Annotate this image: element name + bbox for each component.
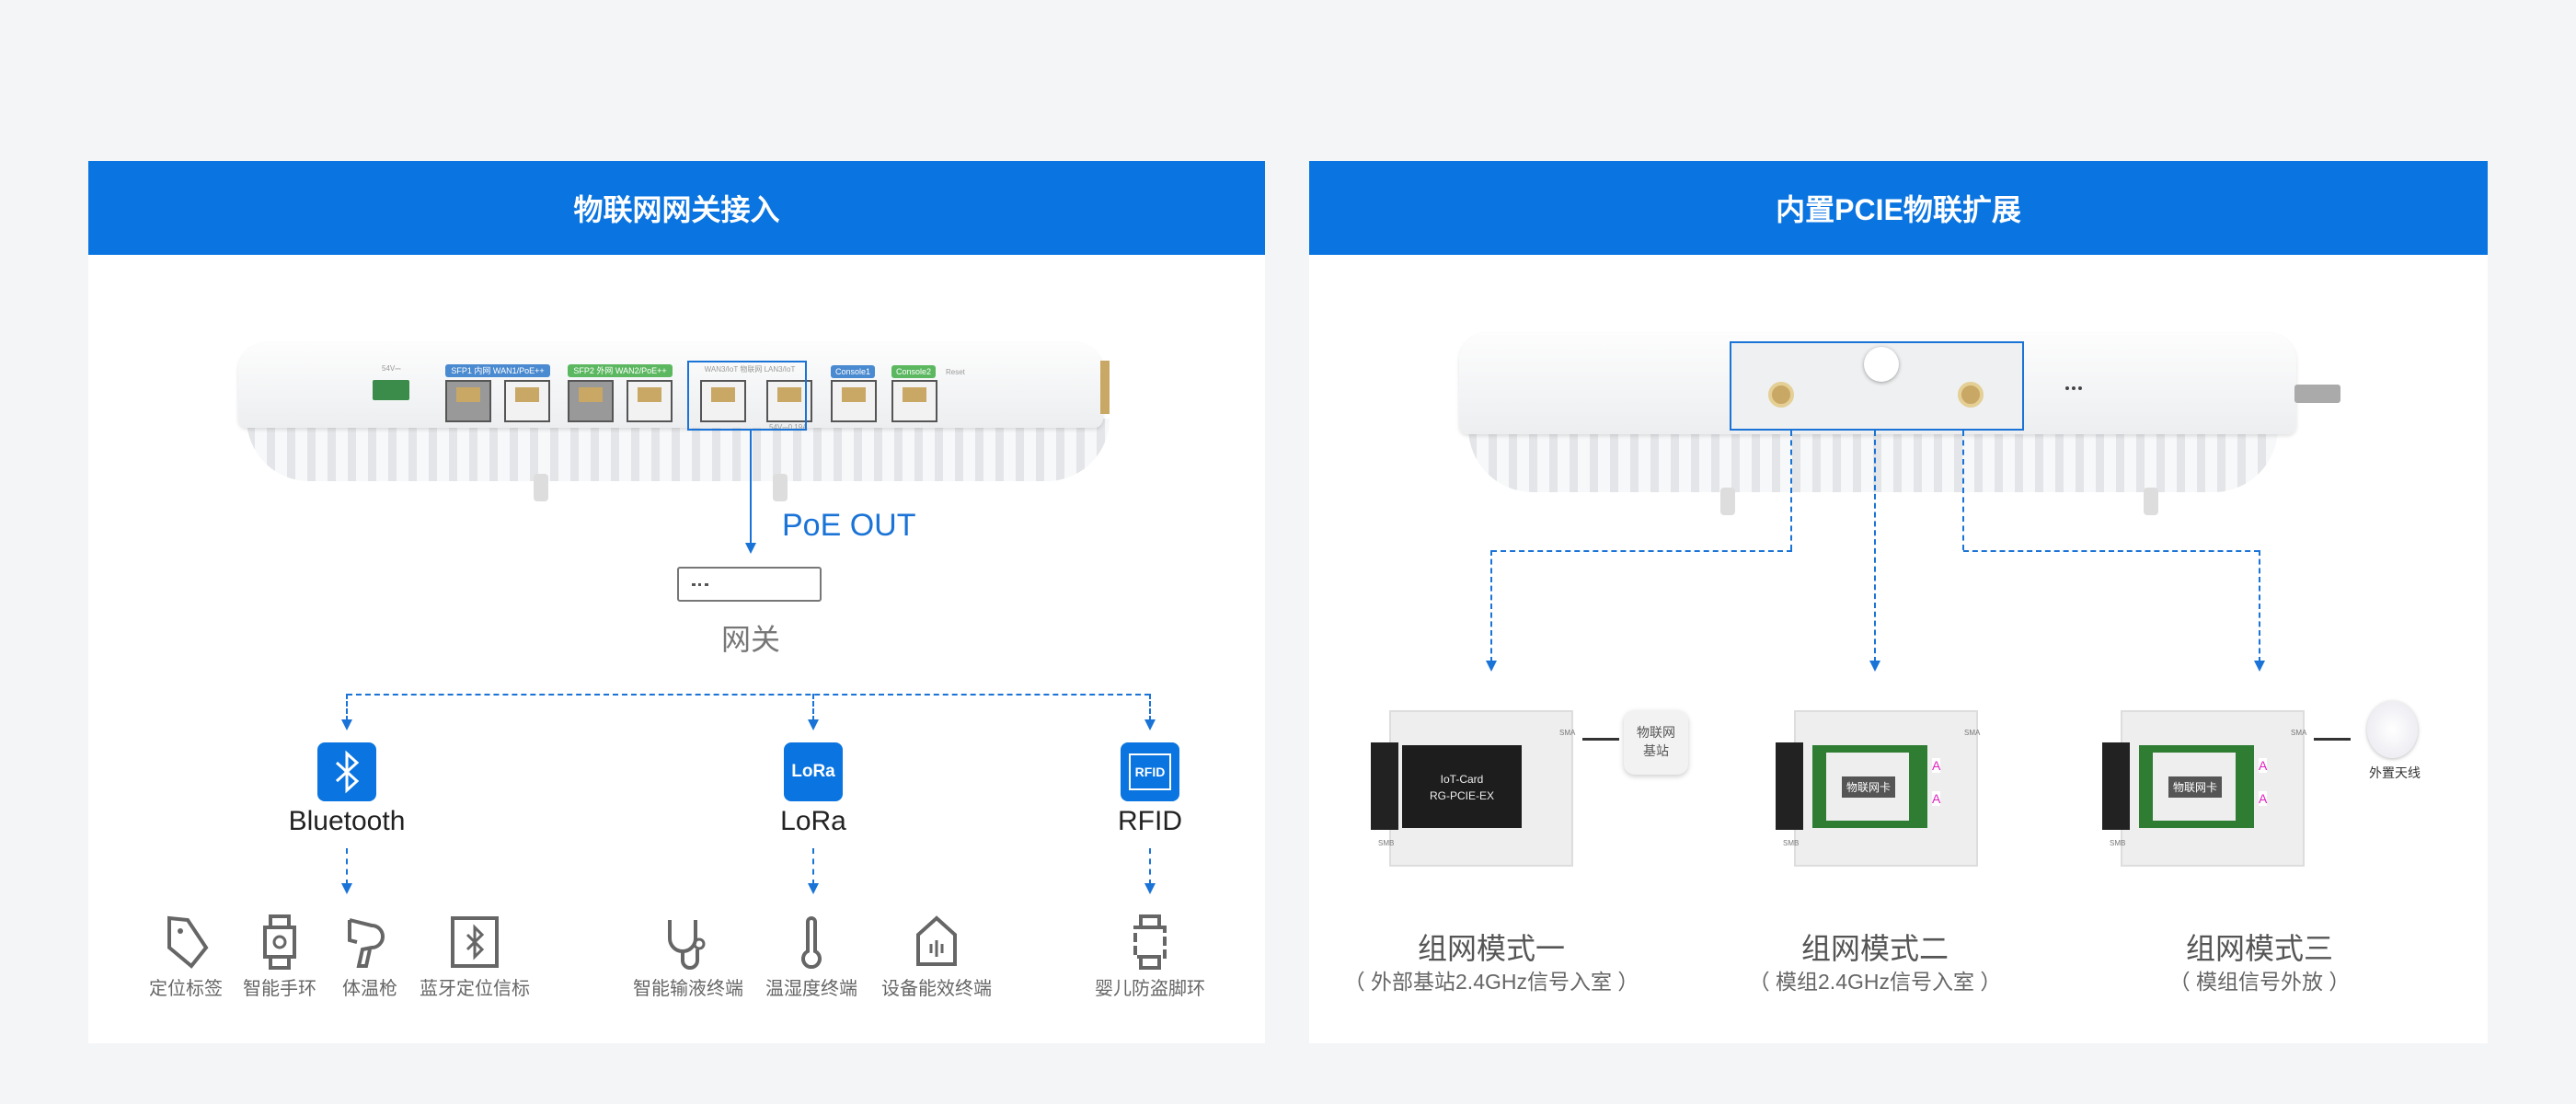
gateway-icon — [677, 567, 822, 602]
gateway-label: 网关 — [720, 623, 781, 656]
rfid-icon: RFID — [1121, 742, 1179, 801]
device-label: 温湿度终端 — [765, 979, 857, 999]
thermometer-gun-icon — [348, 918, 385, 968]
device-label: 蓝牙定位信标 — [420, 979, 530, 999]
mode-subtitle: （ 外部基站2.4GHz信号入室 ） — [1343, 970, 1639, 994]
device-label: 体温枪 — [342, 979, 397, 999]
panel-title: 内置PCIE物联扩展 — [1309, 161, 2488, 255]
tech-label: LoRa — [780, 806, 846, 836]
panel-title: 物联网网关接入 — [88, 161, 1265, 255]
mode-title: 组网模式二 — [1800, 932, 1949, 965]
poe-connector-line — [750, 431, 752, 546]
tag-icon — [167, 915, 209, 969]
device-label: 设备能效终端 — [881, 979, 992, 999]
bluetooth-icon — [317, 742, 376, 801]
anklet-icon — [1133, 914, 1167, 970]
module-mode-2: 物联网卡 A A SMA SMB — [1776, 701, 2098, 876]
thermometer-icon — [801, 916, 822, 970]
mode-title: 组网模式一 — [1417, 932, 1566, 965]
device-label: 智能手环 — [243, 979, 316, 999]
mode-subtitle: （ 模组信号外放 ） — [2168, 970, 2351, 994]
home-energy-icon — [916, 915, 957, 966]
mode-subtitle: （ 模组2.4GHz信号入室 ） — [1748, 970, 2002, 994]
device-label: 智能输液终端 — [633, 979, 743, 999]
lora-icon: LoRa — [784, 742, 843, 801]
pcie-expansion-panel: 内置PCIE物联扩展 — [1309, 161, 2488, 1043]
tech-label: RFID — [1118, 806, 1182, 836]
smart-band-icon — [263, 914, 296, 970]
iot-gateway-panel: 物联网网关接入 — [88, 161, 1265, 1043]
mode-title: 组网模式三 — [2185, 932, 2334, 965]
pcie-slot-highlight — [1730, 341, 2024, 431]
port-label-smb: SMB — [1378, 839, 1395, 847]
poe-out-label: PoE OUT — [782, 508, 916, 543]
module-mode-3: 物联网卡 A A SMA SMB 外置天线 — [2102, 701, 2424, 876]
poe-port-highlight — [687, 361, 807, 431]
stethoscope-icon — [668, 920, 706, 970]
device-label: 定位标签 — [149, 979, 223, 999]
bluetooth-beacon-icon — [451, 916, 499, 968]
device-label: 婴儿防盗脚环 — [1095, 979, 1205, 999]
tech-label: Bluetooth — [288, 806, 406, 836]
